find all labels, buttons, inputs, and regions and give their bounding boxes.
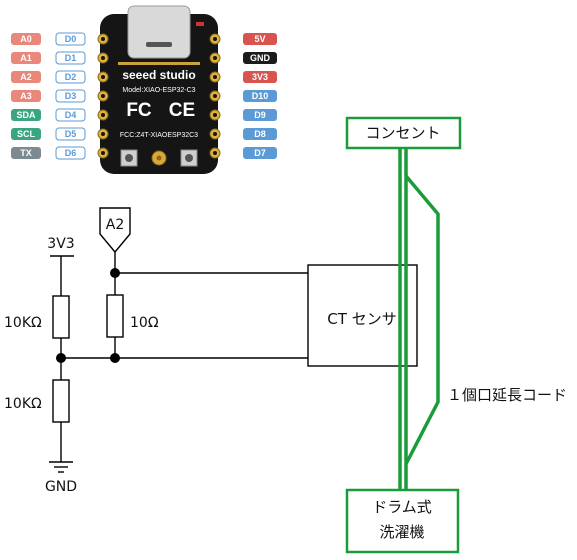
a2-probe-tag (99, 207, 131, 254)
model-text: Model:XIAO-ESP32-C3 (122, 87, 195, 94)
gnd-label: GND (45, 479, 77, 495)
board-pads-right (209, 33, 221, 159)
pin-label-d1-text: D1 (65, 53, 77, 63)
pin-label-d2-text: D2 (65, 72, 77, 82)
led-icon (196, 22, 204, 26)
board-pads-left (97, 33, 109, 159)
boot-button-cap-icon (185, 154, 193, 162)
pin-label-d0-text: D0 (65, 34, 77, 44)
xiao-board: seeed studio Model:XIAO-ESP32-C3 FC CE F… (97, 5, 221, 174)
pin-label-a2-text: A2 (20, 72, 32, 82)
pin-label-d3: D3 (55, 89, 86, 103)
pin-label-d7-text: D7 (254, 148, 266, 158)
pin-label-5v: 5V (243, 33, 277, 45)
pin-label-gnd: GND (243, 52, 277, 64)
ct-sensor-label: CT センサ (327, 310, 396, 328)
pin-label-d10-text: D10 (252, 91, 269, 101)
reset-button-cap-icon (125, 154, 133, 162)
r1-label: 10KΩ (4, 315, 42, 331)
fcc-logo: FC (126, 100, 152, 121)
pin-label-a2: A2 (11, 71, 41, 83)
pin-label-a3-text: A3 (20, 91, 32, 101)
pin-label-d3-text: D3 (65, 91, 77, 101)
cord-wire-outer (404, 174, 440, 465)
pin-label-d8-text: D8 (254, 129, 266, 139)
pin-label-d0: D0 (55, 32, 86, 46)
pin-label-d6: D6 (55, 146, 86, 160)
junction-dot (110, 353, 120, 363)
brand-text: seeed studio (122, 68, 195, 82)
outlet-label: コンセント (365, 124, 440, 142)
pin-label-5v-text: 5V (254, 34, 265, 44)
circuit (49, 207, 418, 473)
pin-label-scl: SCL (11, 128, 41, 140)
pin-label-d4: D4 (55, 108, 86, 122)
resistor-r1 (52, 295, 70, 339)
pin-label-tx: TX (11, 147, 41, 159)
board-trace-dots (118, 62, 200, 65)
pin-label-d5-text: D5 (65, 129, 77, 139)
ct-sensor-box (307, 264, 418, 367)
pin-label-3v3-text: 3V3 (252, 72, 268, 82)
pin-label-a1: A1 (11, 52, 41, 64)
pin-label-sda-text: SDA (16, 110, 36, 120)
pin-label-3v3: 3V3 (243, 71, 277, 83)
pin-label-d7: D7 (243, 147, 277, 159)
pin-label-d1: D1 (55, 51, 86, 65)
pin-label-a1-text: A1 (20, 53, 32, 63)
pin-label-a0: A0 (11, 33, 41, 45)
resistor-r3 (106, 294, 124, 338)
washer-label-line2: 洗濯機 (379, 523, 424, 541)
pin-label-scl-text: SCL (17, 129, 36, 139)
pin-label-gnd-text: GND (250, 53, 271, 63)
pin-label-sda: SDA (11, 109, 41, 121)
v3-label: 3V3 (47, 236, 74, 252)
fcc-id-text: FCC:Z4T-XIAOESP32C3 (120, 132, 198, 139)
pin-label-d9-text: D9 (254, 110, 266, 120)
pin-label-d8: D8 (243, 128, 277, 140)
junction-dot (56, 353, 66, 363)
ce-logo: CE (169, 100, 195, 121)
pin-label-a3: A3 (11, 90, 41, 102)
pin-label-d2: D2 (55, 70, 86, 84)
a2-label: A2 (106, 217, 124, 233)
pin-label-d10: D10 (243, 90, 277, 102)
extension-cord (398, 146, 440, 490)
resistor-r2 (52, 379, 70, 423)
usb-c-port-icon (146, 42, 172, 47)
pin-label-tx-text: TX (20, 148, 32, 158)
pin-label-d6-text: D6 (65, 148, 77, 158)
pin-label-d4-text: D4 (65, 110, 77, 120)
cord-label: １個口延長コード (447, 386, 567, 404)
washer-box (345, 488, 460, 554)
pin-label-d5: D5 (55, 127, 86, 141)
junction-dot (110, 268, 120, 278)
usb-c-connector (127, 5, 191, 59)
outlet-box (345, 116, 462, 150)
pin-label-d9: D9 (243, 109, 277, 121)
washer-label-line1: ドラム式 (372, 498, 432, 516)
pin-label-a0-text: A0 (20, 34, 32, 44)
r3-label: 10Ω (130, 315, 159, 331)
r2-label: 10KΩ (4, 396, 42, 412)
